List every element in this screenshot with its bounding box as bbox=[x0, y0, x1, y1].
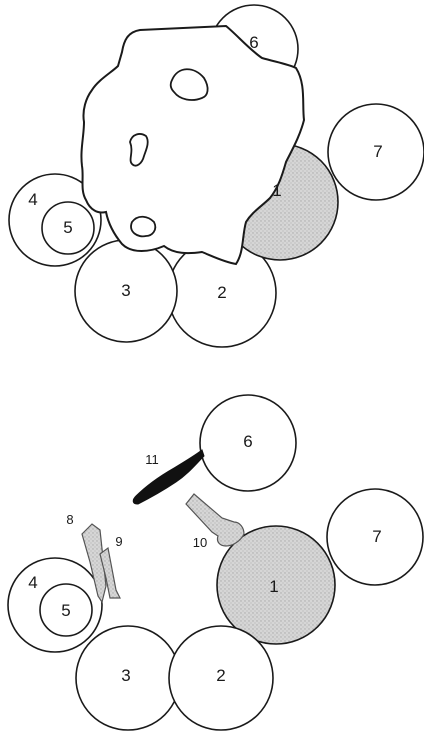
top-label-5: 5 bbox=[63, 218, 72, 237]
top-panel: 6 7 1 4 5 3 2 bbox=[8, 4, 424, 348]
top-label-7: 7 bbox=[373, 142, 382, 161]
top-label-2: 2 bbox=[217, 283, 226, 302]
fragment-label-9: 9 bbox=[115, 534, 122, 549]
top-label-3: 3 bbox=[121, 281, 130, 300]
top-blob-hole-lower bbox=[130, 215, 157, 238]
bottom-label-2: 2 bbox=[216, 666, 225, 685]
fragment-label-10: 10 bbox=[193, 535, 207, 550]
bottom-label-4: 4 bbox=[28, 573, 37, 592]
fragment-10 bbox=[185, 493, 245, 547]
top-label-6: 6 bbox=[249, 33, 258, 52]
top-label-1: 1 bbox=[272, 181, 281, 200]
fragment-11 bbox=[132, 449, 205, 505]
bottom-panel: 6 7 1 4 5 3 2 8 9 10 11 bbox=[7, 394, 424, 731]
bottom-circle-1 bbox=[216, 525, 336, 645]
bottom-circle-5 bbox=[39, 583, 93, 637]
top-circle-5 bbox=[41, 201, 95, 255]
top-label-4: 4 bbox=[28, 190, 37, 209]
top-irregular-blob bbox=[80, 24, 306, 266]
bottom-circle-6 bbox=[199, 394, 297, 492]
bottom-label-7: 7 bbox=[372, 527, 381, 546]
bottom-label-3: 3 bbox=[121, 666, 130, 685]
fragment-9 bbox=[99, 546, 121, 599]
bottom-circle-7 bbox=[326, 488, 424, 586]
bottom-label-1: 1 bbox=[269, 577, 278, 596]
top-circle-7 bbox=[327, 103, 424, 201]
bottom-label-5: 5 bbox=[61, 601, 70, 620]
bottom-label-6: 6 bbox=[243, 432, 252, 451]
fragment-8 bbox=[81, 523, 107, 604]
bottom-circle-2 bbox=[168, 625, 274, 731]
top-blob-hole-upper bbox=[169, 68, 209, 101]
top-blob-hole-mid bbox=[129, 133, 149, 167]
fragment-label-8: 8 bbox=[66, 512, 73, 527]
fragment-label-11: 11 bbox=[145, 452, 159, 467]
